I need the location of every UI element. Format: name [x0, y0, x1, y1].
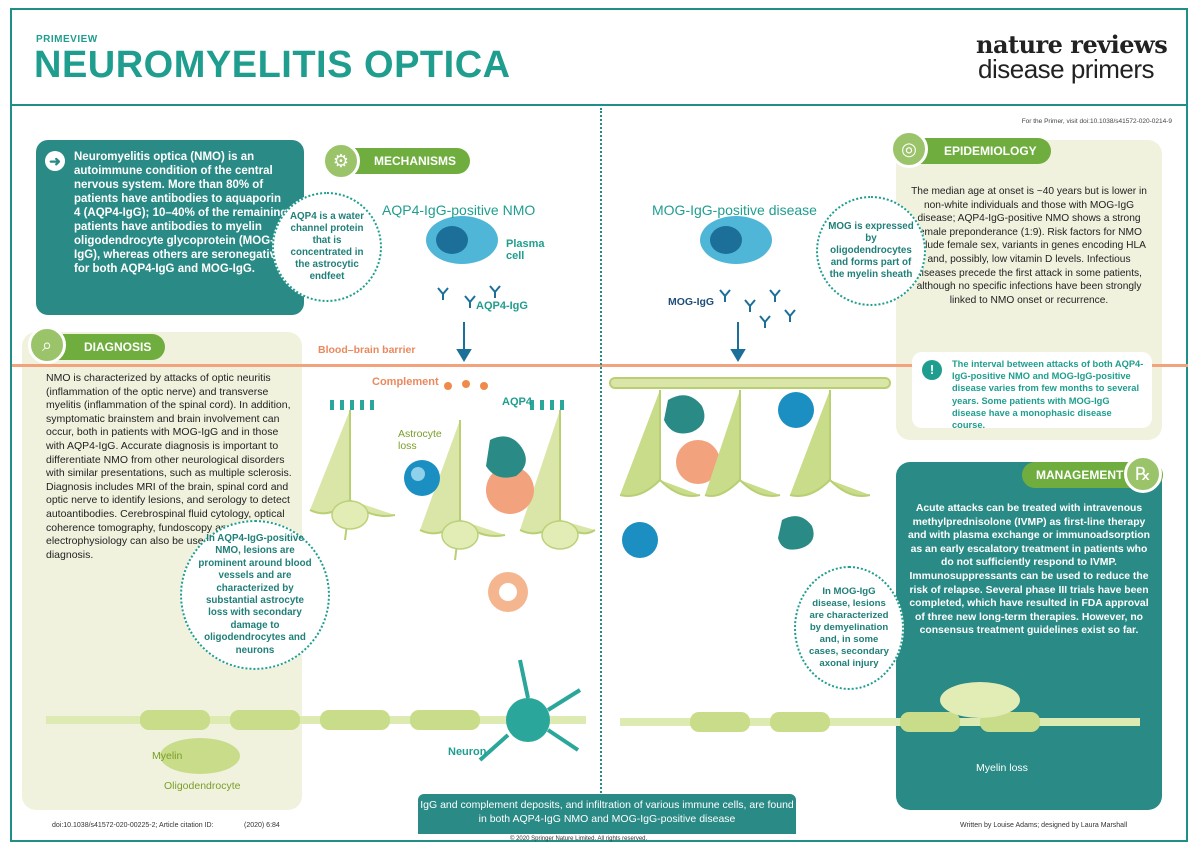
arrow-right-icon: ➜ — [45, 151, 65, 171]
mog-igg-label: MOG-IgG — [668, 296, 715, 308]
epidemiology-label: EPIDEMIOLOGY — [944, 144, 1037, 158]
aqp4-title: AQP4-IgG-positive NMO — [382, 202, 536, 218]
aqp4-bubble-text: AQP4 is a water channel protein that is … — [289, 211, 365, 282]
aqp4-label: AQP4 — [502, 396, 532, 408]
rx-icon: ℞ — [1124, 455, 1162, 493]
down-arrows — [456, 322, 746, 362]
aqp4-bubble: AQP4 is a water channel protein that is … — [272, 192, 382, 302]
interval-text: The interval between attacks of both AQP… — [952, 359, 1144, 431]
mog-title: MOG-IgG-positive disease — [652, 202, 817, 218]
neuron-label: Neuron — [448, 746, 487, 758]
intro-text: Neuromyelitis optica (NMO) is an autoimm… — [74, 151, 288, 275]
astrocyte-bodies-left — [331, 500, 579, 550]
oligodendrocyte-label: Oligodendrocyte — [164, 780, 241, 792]
diagnosis-label: DIAGNOSIS — [84, 340, 152, 354]
mechanisms-label: MECHANISMS — [374, 154, 457, 168]
myelin-axon-left — [46, 659, 586, 774]
complement-label: Complement — [372, 376, 439, 388]
immune-cells — [404, 392, 814, 612]
complement-dots — [444, 380, 488, 390]
plasma-cell-left — [426, 216, 498, 264]
header-rule — [12, 104, 1186, 106]
gears-icon: ⚙ — [322, 142, 360, 180]
myelin-axon-right — [620, 682, 1140, 732]
credits-text: Written by Louise Adams; designed by Lau… — [960, 822, 1128, 829]
aqp4-channels — [330, 400, 564, 410]
exclamation-icon: ! — [922, 360, 942, 380]
astrocyte-loss-label: Astrocyte loss — [398, 428, 442, 452]
mog-lesion-bubble: In MOG-IgG disease, lesions are characte… — [794, 566, 904, 690]
myelin-loss-label: Myelin loss — [976, 762, 1028, 774]
mog-bubble-text: MOG is expressed by oligodendrocytes and… — [828, 221, 914, 280]
aqp4-lesion-bubble: In AQP4-IgG-positive NMO, lesions are pr… — [180, 520, 330, 670]
management-text: Acute attacks can be treated with intrav… — [908, 503, 1150, 637]
epidemiology-text: The median age at onset is ~40 years but… — [911, 186, 1147, 306]
intro-box: ➜ Neuromyelitis optica (NMO) is an autoi… — [36, 140, 304, 315]
plasma-cell-right — [700, 216, 772, 264]
mog-lesion-text: In MOG-IgG disease, lesions are characte… — [808, 586, 889, 669]
diagnosis-text: NMO is characterized by attacks of optic… — [46, 372, 292, 561]
epidemiology-tag: EPIDEMIOLOGY — [904, 138, 1051, 164]
page-frame — [10, 8, 1188, 842]
kicker: PRIMEVIEW — [36, 34, 98, 45]
brand-line-2: disease primers — [978, 54, 1155, 84]
interval-box: ! The interval between attacks of both A… — [912, 352, 1152, 431]
primer-link[interactable]: For the Primer, visit doi:10.1038/s41572… — [1021, 118, 1172, 125]
copyright: © 2020 Springer Nature Limited. All righ… — [510, 836, 648, 842]
footer-box: IgG and complement deposits, and infiltr… — [418, 794, 796, 834]
citation-text: (2020) 6:84 — [244, 822, 280, 829]
center-divider — [600, 108, 602, 808]
aqp4-lesion-text: In AQP4-IgG-positive NMO, lesions are pr… — [198, 532, 312, 656]
plasma-cell-label: Plasma cell — [506, 238, 545, 262]
antibodies — [437, 285, 796, 328]
globe-icon: ◎ — [890, 130, 928, 168]
magnifier-icon: ⌕ — [28, 326, 66, 364]
mog-bubble: MOG is expressed by oligodendrocytes and… — [816, 196, 926, 306]
page-title: NEUROMYELITIS OPTICA — [34, 44, 511, 86]
aqp4-igg-label: AQP4-IgG — [476, 300, 528, 312]
myelin-label: Myelin — [152, 750, 183, 762]
brand-line-1: nature reviews — [976, 30, 1168, 59]
bbb-label: Blood–brain barrier — [318, 344, 416, 356]
astrocytes-right — [609, 377, 891, 497]
management-panel — [896, 462, 1162, 810]
management-label: MANAGEMENT — [1036, 468, 1124, 482]
doi-text: doi:10.1038/s41572-020-00225-2; Article … — [52, 822, 214, 829]
footer-box-text: IgG and complement deposits, and infiltr… — [420, 799, 794, 825]
